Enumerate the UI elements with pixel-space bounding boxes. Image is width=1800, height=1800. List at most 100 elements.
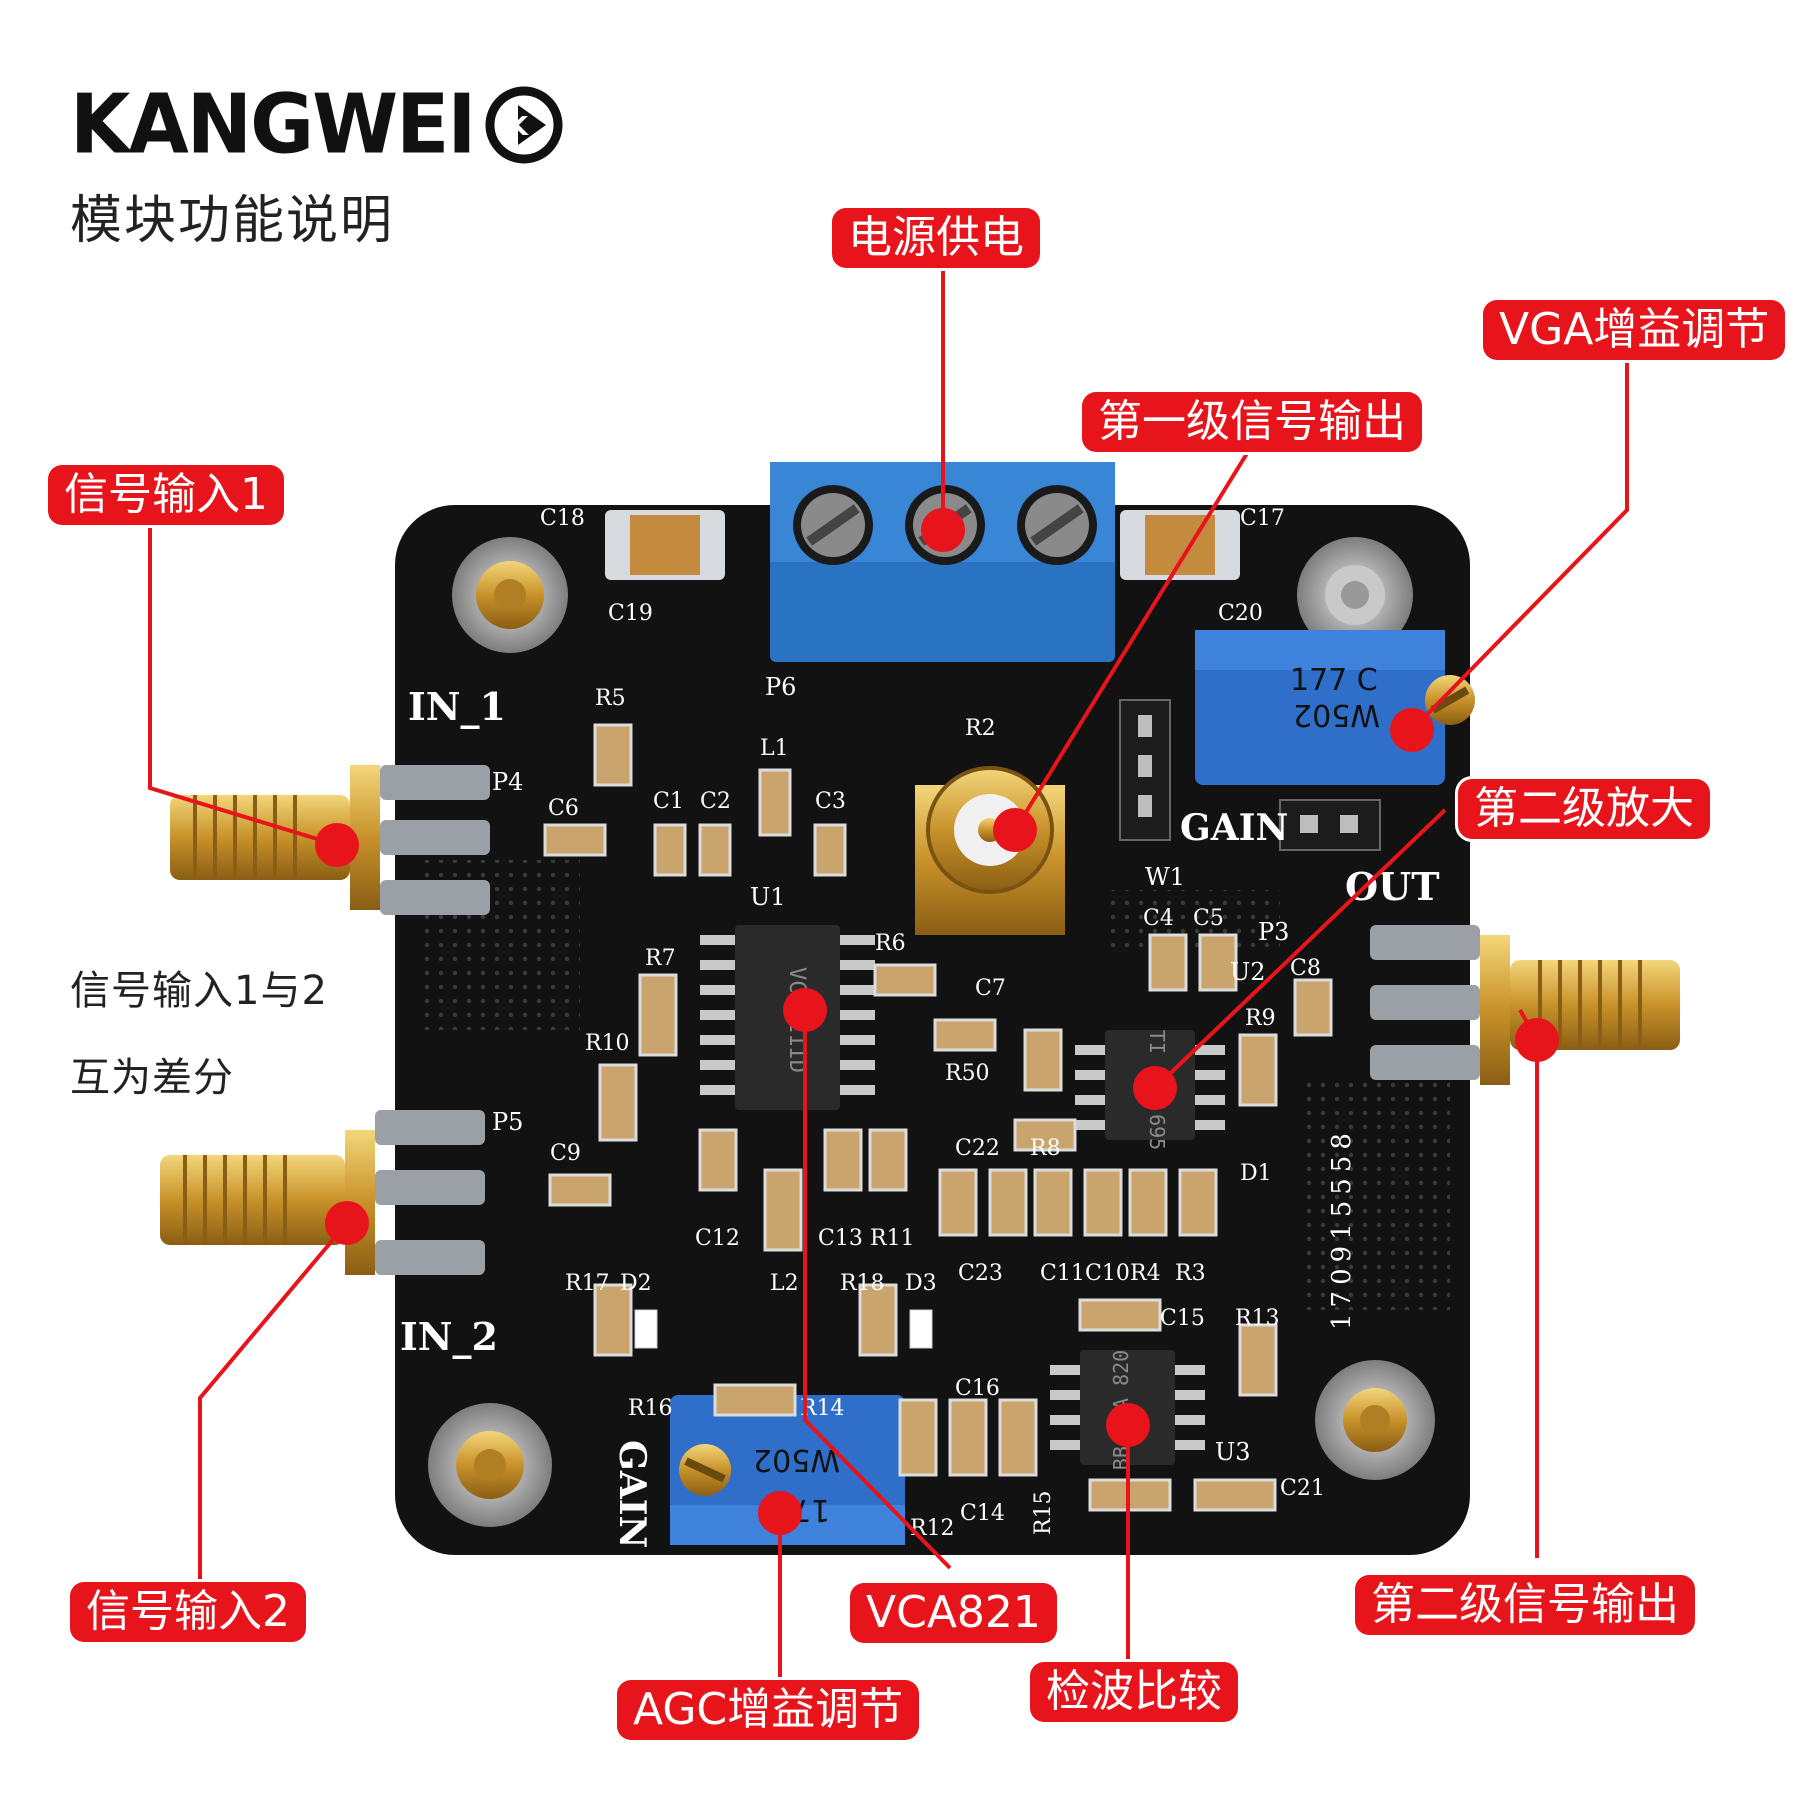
- silk-r6: R6: [875, 931, 906, 956]
- silk-serial: 170915558: [1327, 1127, 1357, 1330]
- power-terminal-block: [770, 462, 1115, 662]
- silk-c11: C11: [1040, 1261, 1085, 1286]
- silk-gain-bottom: GAIN: [611, 1440, 653, 1548]
- via-field-right: [1300, 1080, 1450, 1310]
- silk-l1: L1: [760, 736, 789, 761]
- silk-d1: D1: [1240, 1161, 1272, 1186]
- silk-c5: C5: [1193, 906, 1224, 931]
- silk-r12: R12: [910, 1516, 955, 1541]
- silk-w1: W1: [1145, 863, 1185, 891]
- silk-p3: P3: [1258, 918, 1289, 946]
- sma-stage1-output: [915, 766, 1065, 935]
- differential-note-line1: 信号输入1与2: [70, 968, 328, 1014]
- silk-r3: R3: [1175, 1261, 1206, 1286]
- leader-vga: [1410, 358, 1629, 732]
- mounting-post-top-left: [452, 537, 568, 653]
- silk-c16: C16: [955, 1376, 1000, 1401]
- silk-c21: C21: [1280, 1476, 1325, 1501]
- sma-signal-in2: [160, 1110, 485, 1275]
- smd-components: [543, 723, 1333, 1512]
- silk-c22: C22: [955, 1136, 1000, 1161]
- callout-signal-in2: 信号输入2: [70, 1582, 306, 1642]
- silk-d2: D2: [620, 1271, 652, 1296]
- brand-wordmark: KANGWEI: [70, 77, 476, 173]
- silk-d3: D3: [905, 1271, 937, 1296]
- silk-c3: C3: [815, 789, 846, 814]
- jumper-header-gain: [1279, 799, 1381, 851]
- silk-gain-top: GAIN: [1180, 807, 1288, 849]
- leader-dots: [315, 508, 1559, 1535]
- silk-r5: R5: [595, 686, 626, 711]
- leader-vca821: [803, 1010, 952, 1570]
- callout-vca821: VCA821: [850, 1583, 1057, 1643]
- silk-p4: P4: [492, 768, 523, 796]
- vga-gain-potentiometer: 177 C W502: [1195, 630, 1475, 785]
- silk-c2: C2: [700, 789, 731, 814]
- leader-stage2-amp: [1153, 808, 1447, 1090]
- led-d2: [634, 1309, 658, 1349]
- pot-top-label-1: 177 C: [1290, 663, 1378, 698]
- silk-r17: R17: [565, 1271, 610, 1296]
- page-subtitle: 模块功能说明: [70, 191, 395, 251]
- silk-p5: P5: [492, 1108, 523, 1136]
- silk-c12: C12: [695, 1226, 740, 1251]
- mounting-post-bottom-left: [428, 1403, 552, 1527]
- silk-p6: P6: [765, 673, 796, 701]
- silk-r14: R14: [800, 1396, 845, 1421]
- silk-r7: R7: [645, 946, 676, 971]
- silk-r15: R15: [1031, 1490, 1056, 1535]
- silk-l2: L2: [770, 1271, 799, 1296]
- silk-r10: R10: [585, 1031, 630, 1056]
- via-field-mid: [1110, 890, 1280, 950]
- silk-c13: C13: [818, 1226, 863, 1251]
- silk-r50: R50: [945, 1061, 990, 1086]
- jumper-header-w1: [1119, 699, 1171, 841]
- silk-in2: IN_2: [400, 1314, 498, 1359]
- silk-c8: C8: [1290, 956, 1321, 981]
- callout-stage1-output: 第一级信号输出: [1082, 392, 1422, 452]
- mounting-post-bottom-right: [1315, 1360, 1435, 1480]
- silk-r2: R2: [965, 716, 996, 741]
- silk-r18: R18: [840, 1271, 885, 1296]
- chip-u2-opa695: TI OPA 695: [1075, 1030, 1225, 1150]
- pot-top-label-2: W502: [1293, 697, 1380, 732]
- silk-c17: C17: [1240, 506, 1285, 531]
- silk-c18: C18: [540, 506, 585, 531]
- silk-c23: C23: [958, 1261, 1003, 1286]
- silk-c1: C1: [653, 789, 684, 814]
- silk-c6: C6: [548, 796, 579, 821]
- silk-in1: IN_1: [408, 684, 506, 729]
- brand-mark-letter: K: [508, 112, 529, 142]
- mounting-post-top-right: [1297, 537, 1413, 653]
- silk-c19: C19: [608, 601, 653, 626]
- pot-bottom-label-1: W502: [753, 1442, 840, 1477]
- silk-c20: C20: [1218, 601, 1263, 626]
- led-d3: [909, 1309, 933, 1349]
- silk-r8: R8: [1030, 1136, 1061, 1161]
- silk-r9: R9: [1245, 1006, 1276, 1031]
- silk-r11: R11: [870, 1226, 915, 1251]
- silk-u3: U3: [1215, 1438, 1251, 1466]
- silk-c15: C15: [1160, 1306, 1205, 1331]
- silk-c4: C4: [1143, 906, 1174, 931]
- callout-agc-gain: AGC增益调节: [617, 1680, 920, 1740]
- leader-stage2-out: [1518, 1009, 1539, 1558]
- callout-power: 电源供电: [832, 208, 1040, 268]
- callout-signal-in1: 信号输入1: [48, 465, 284, 525]
- silk-c10: C10: [1085, 1261, 1130, 1286]
- sma-stage2-output: [1370, 925, 1680, 1085]
- sma-signal-in1: [170, 765, 490, 915]
- silk-u2: U2: [1230, 958, 1266, 986]
- callout-stage2-amp: 第二级放大: [1458, 779, 1710, 839]
- silk-r13: R13: [1235, 1306, 1280, 1331]
- silk-c14: C14: [960, 1501, 1005, 1526]
- silk-r4: R4: [1130, 1261, 1161, 1286]
- brand-logo: KANGWEI K: [70, 77, 564, 173]
- leader-lines: [148, 268, 1629, 1705]
- brand-mark-icon: K: [485, 86, 563, 164]
- silk-r16: R16: [628, 1396, 673, 1421]
- silk-out: OUT: [1345, 864, 1440, 909]
- leader-in2: [198, 1221, 349, 1582]
